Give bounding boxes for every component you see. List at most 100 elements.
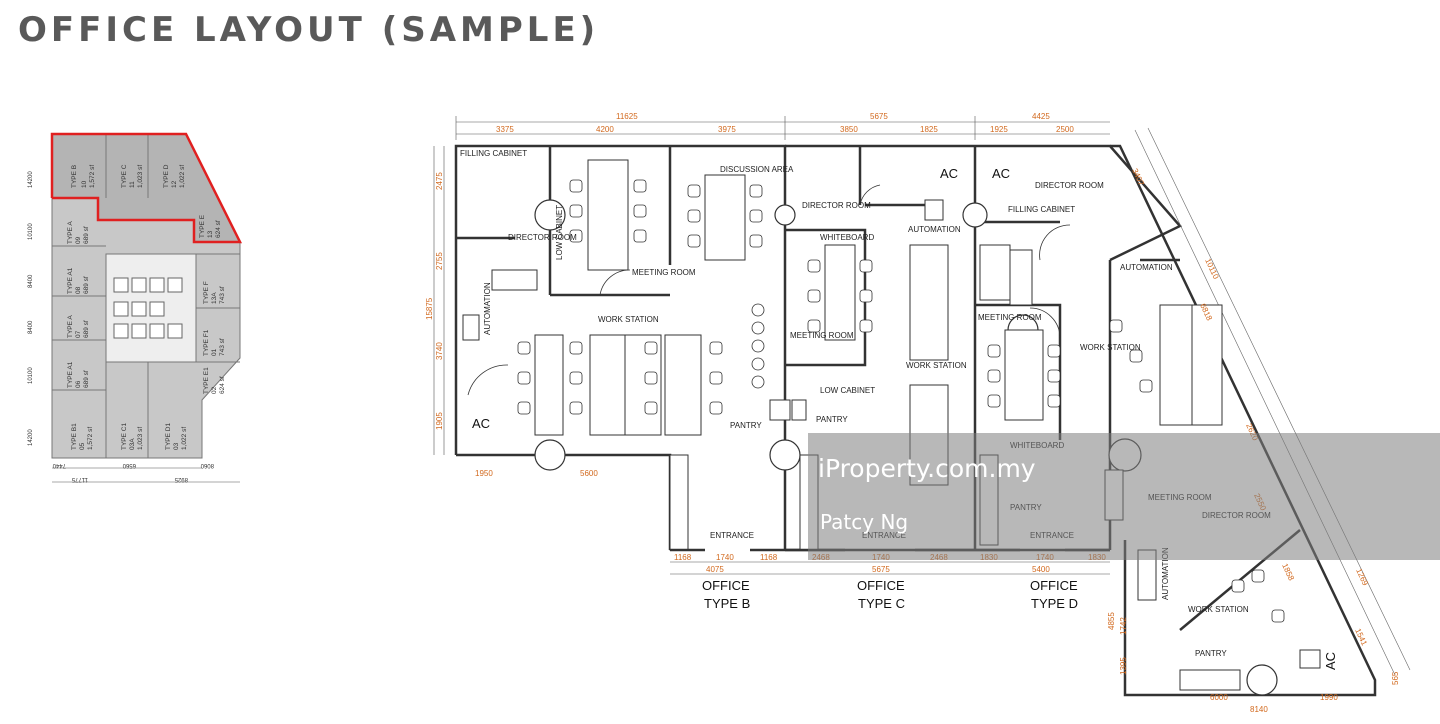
unit-type: TYPE B [71,165,78,188]
svg-text:AC: AC [992,166,1010,181]
office-type-c-line2: TYPE C [858,596,905,611]
svg-text:02: 02 [211,386,218,394]
svg-text:ENTRANCE: ENTRANCE [710,531,754,540]
svg-text:WORK STATION: WORK STATION [1188,605,1249,614]
svg-text:5400: 5400 [1032,565,1050,574]
svg-text:TYPE E1: TYPE E1 [203,367,210,394]
svg-text:1269: 1269 [1354,567,1370,587]
svg-text:1825: 1825 [920,125,938,134]
svg-text:DIRECTOR ROOM: DIRECTOR ROOM [802,201,871,210]
key-plan: TYPE B 10 1,572 sf TYPE C 11 1,023 sf TY… [18,128,246,490]
svg-text:AC: AC [472,416,490,431]
svg-text:TYPE A1: TYPE A1 [67,267,74,294]
svg-text:AUTOMATION: AUTOMATION [1161,547,1170,600]
svg-text:1858: 1858 [1280,562,1296,582]
svg-text:4425: 4425 [1032,112,1050,121]
svg-text:3850: 3850 [840,125,858,134]
svg-text:1395: 1395 [1119,657,1128,675]
svg-text:689 sf: 689 sf [83,276,90,294]
office-type-d-line2: TYPE D [1031,596,1078,611]
svg-text:15875: 15875 [425,297,434,320]
svg-text:4075: 4075 [706,565,724,574]
svg-text:13A: 13A [211,292,218,304]
svg-text:TYPE C1: TYPE C1 [121,423,128,450]
svg-text:1,022 sf: 1,022 sf [181,427,188,450]
svg-text:2500: 2500 [1056,125,1074,134]
svg-text:TYPE A: TYPE A [67,315,74,338]
svg-text:AUTOMATION: AUTOMATION [908,225,961,234]
watermark-agent: Patcy Ng [820,510,909,534]
svg-text:1,572 sf: 1,572 sf [89,165,96,188]
office-type-d-line1: OFFICE [1030,578,1078,593]
office-type-b-line2: TYPE B [704,596,750,611]
svg-text:689 sf: 689 sf [83,226,90,244]
svg-text:WORK STATION: WORK STATION [1080,343,1141,352]
office-type-c-line1: OFFICE [857,578,905,593]
svg-text:11: 11 [129,181,136,188]
svg-text:WHITEBOARD: WHITEBOARD [820,233,874,242]
office-type-b-line1: OFFICE [702,578,750,593]
svg-text:MEETING ROOM: MEETING ROOM [978,313,1042,322]
svg-text:8400: 8400 [28,274,34,288]
svg-text:3975: 3975 [718,125,736,134]
svg-text:1740: 1740 [716,553,734,562]
svg-text:6000: 6000 [1210,693,1228,702]
unit-area: 1,572 sf [89,165,96,188]
svg-text:10100: 10100 [28,367,34,384]
svg-text:TYPE B1: TYPE B1 [71,423,78,450]
svg-text:743 sf: 743 sf [219,286,226,304]
svg-text:8060: 8060 [200,462,214,468]
svg-text:8925: 8925 [174,476,188,482]
svg-text:12: 12 [171,180,178,188]
svg-text:1168: 1168 [760,553,778,562]
svg-text:WORK STATION: WORK STATION [598,315,659,324]
svg-text:13: 13 [207,230,214,238]
svg-text:TYPE C: TYPE C [121,164,128,188]
svg-text:1950: 1950 [475,469,493,478]
svg-text:03: 03 [173,442,180,450]
svg-text:TYPE A: TYPE A [67,221,74,244]
page-title: OFFICE LAYOUT (SAMPLE) [18,10,600,50]
svg-text:689 sf: 689 sf [83,320,90,338]
svg-text:11625: 11625 [616,112,638,121]
svg-text:8400: 8400 [28,320,34,334]
svg-text:PANTRY: PANTRY [816,415,848,424]
svg-text:624 sf: 624 sf [215,220,222,238]
svg-text:WORK STATION: WORK STATION [906,361,967,370]
svg-text:09: 09 [75,236,82,244]
svg-text:03A: 03A [129,438,136,450]
svg-text:1,023 sf: 1,023 sf [137,427,144,450]
svg-text:01: 01 [211,348,218,356]
svg-text:10100: 10100 [28,223,34,240]
svg-text:TYPE D1: TYPE D1 [165,423,172,450]
svg-text:AUTOMATION: AUTOMATION [483,282,492,335]
svg-text:TYPE B: TYPE B [71,165,78,188]
svg-text:TYPE A1: TYPE A1 [67,361,74,388]
svg-text:LOW CABINET: LOW CABINET [820,386,875,395]
svg-text:MEETING ROOM: MEETING ROOM [632,268,696,277]
floor-plan: 11625 5675 4425 3375 4200 3975 3850 1825… [425,112,1411,714]
svg-text:FILLING CABINET: FILLING CABINET [460,149,527,158]
svg-text:7440: 7440 [52,462,66,468]
svg-text:5675: 5675 [872,565,890,574]
svg-text:MEETING ROOM: MEETING ROOM [790,331,854,340]
svg-text:14200: 14200 [28,171,34,188]
svg-text:743 sf: 743 sf [219,338,226,356]
svg-text:689 sf: 689 sf [83,370,90,388]
svg-text:TYPE E: TYPE E [199,214,206,238]
svg-text:06: 06 [75,380,82,388]
svg-text:1,023 sf: 1,023 sf [137,165,144,188]
svg-text:PANTRY: PANTRY [730,421,762,430]
svg-text:4200: 4200 [596,125,614,134]
svg-text:TYPE F: TYPE F [203,281,210,304]
svg-text:565: 565 [1391,671,1400,685]
svg-text:8140: 8140 [1250,705,1268,714]
svg-text:DISCUSSION AREA: DISCUSSION AREA [720,165,794,174]
svg-text:624 sf: 624 sf [219,376,226,394]
svg-text:07: 07 [75,330,82,338]
svg-text:AUTOMATION: AUTOMATION [1120,263,1173,272]
svg-text:2475: 2475 [435,172,444,190]
watermark-band [808,433,1440,560]
svg-text:AC: AC [1323,652,1338,670]
svg-text:FILLING CABINET: FILLING CABINET [1008,205,1075,214]
